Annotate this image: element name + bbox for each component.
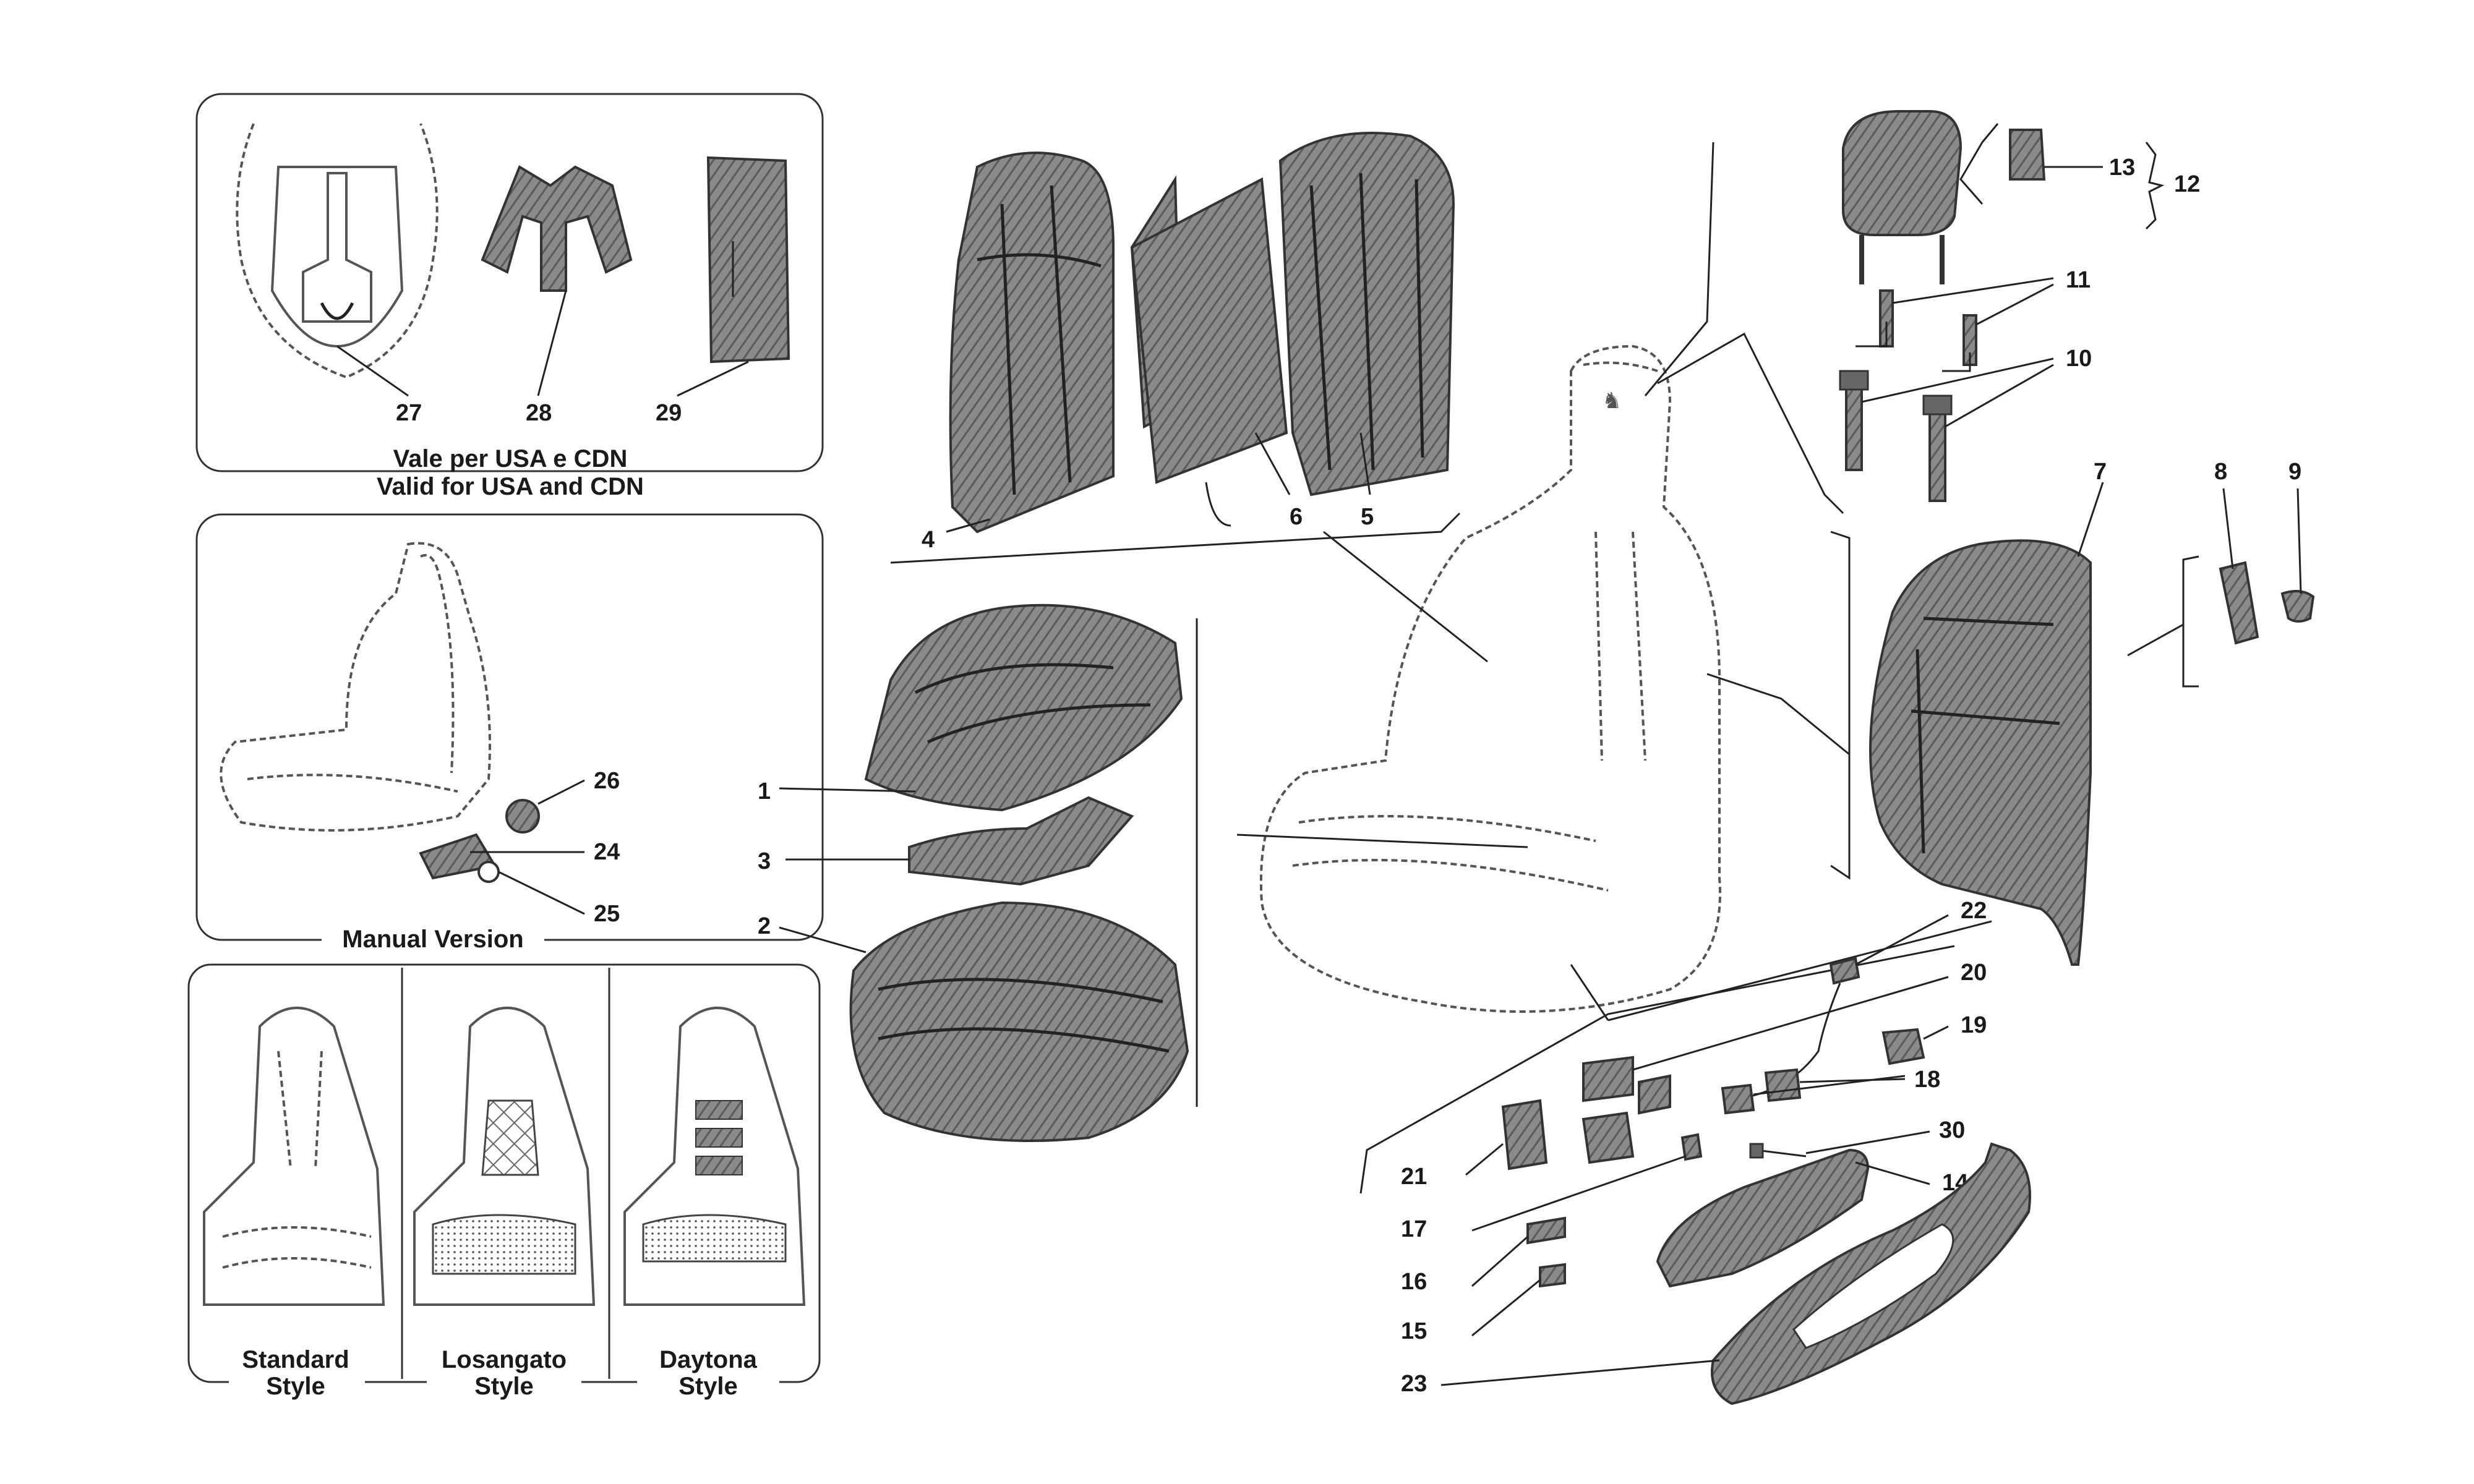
daytona-caption-line1: Daytona [659,1346,758,1373]
callout-21: 21 [1401,1164,1427,1190]
cushion-group: 1 3 2 [758,603,1198,1142]
callout-17: 17 [1401,1216,1427,1242]
callout-6: 6 [1290,504,1303,530]
back-shell-7-part [1869,539,2092,966]
clip-17-part [1680,1133,1703,1161]
manual-seat-drawing [220,542,491,832]
standard-caption-line1: Standard [242,1346,349,1373]
pad-29-part [706,156,790,364]
back-shell-group: 7 8 9 [1706,459,2315,966]
styles-panel: Standard Style Losangato Style Daytona S… [187,963,821,1410]
switch-20b-part [1638,1074,1671,1115]
switch-group: 22 20 19 18 21 17 30 14 16 15 [1359,898,2031,1405]
bolt-10a-part [1845,376,1863,471]
callout-10: 10 [2066,346,2092,372]
callout-12: 12 [2174,171,2200,197]
usa-caption-line1: Vale per USA e CDN [393,445,628,472]
callout-26: 26 [594,768,620,794]
callout-22: 22 [1961,898,1987,924]
knob-26-part [505,799,540,834]
switch-20-part [1582,1055,1634,1102]
svg-text:♞: ♞ [1602,388,1622,414]
callout-7: 7 [2094,459,2107,485]
daytona-caption-line2: Style [678,1373,738,1400]
connector-22-part [1829,957,1860,985]
switch-21-part [1501,1099,1548,1171]
callout-8: 8 [2214,459,2227,485]
callout-16: 16 [1401,1269,1427,1295]
losangato-caption-line1: Losangato [442,1346,567,1373]
guide-11b-part [1963,314,1977,366]
callout-15: 15 [1401,1318,1427,1344]
callout-29: 29 [656,400,682,426]
switch-18a-part [1721,1083,1755,1115]
backrest-cover-4-part [949,151,1115,534]
bolt-10b-part [1928,401,1946,502]
backrest-cover-group: 4 6 5 [890,132,1461,564]
knob-9-part [2280,590,2315,623]
callout-30: 30 [1939,1117,1965,1143]
headrest-part [1842,110,1963,236]
callout-5: 5 [1361,504,1374,530]
callout-19: 19 [1961,1012,1987,1038]
manual-version-panel: 26 24 25 Manual Version [195,513,824,958]
usa-caption-line2: Valid for USA and CDN [377,473,644,500]
cap-25-part [477,861,500,883]
callout-11: 11 [2066,267,2091,293]
switch-18b-part [1764,1068,1802,1102]
losangato-caption-line2: Style [474,1373,534,1400]
button-15-part [1539,1263,1566,1288]
standard-caption-line2: Style [266,1373,325,1400]
callout-3: 3 [758,848,771,874]
cushion-cover-1-part [864,603,1183,812]
manual-caption-bg [322,921,544,958]
callout-27: 27 [396,400,422,426]
switch-21b-part [1582,1111,1635,1164]
seat-frame-27-drawing [236,123,439,379]
insert-28-part [481,165,633,292]
panel-14-part [1656,1148,1870,1288]
callout-28: 28 [526,400,552,426]
button-16-part [1526,1216,1566,1245]
headrest-group: 13 12 11 10 [1839,110,2200,502]
guide-11a-part [1879,289,1894,348]
emblem-13-part [2009,129,2046,181]
callout-24: 24 [594,839,620,865]
cushion-2-part [849,901,1189,1142]
callout-2: 2 [758,913,771,939]
losangato-style-seat [413,1007,596,1306]
callout-18: 18 [1914,1067,1940,1093]
callout-1: 1 [758,778,771,804]
pad-3-part [908,796,1134,886]
switch-19-part [1881,1028,1925,1065]
daytona-style-seat [623,1007,806,1306]
callout-20: 20 [1961,960,1987,986]
standard-style-seat [203,1007,385,1306]
callout-4: 4 [922,527,935,553]
main-seat-drawing: ♞ [1236,142,1844,1021]
callout-9: 9 [2288,459,2301,485]
usa-cdn-panel: 27 28 29 Vale per USA e CDN Valid for US… [195,93,824,500]
callout-25: 25 [594,901,620,927]
manual-caption: Manual Version [342,926,523,953]
panel-6b-part [1130,177,1288,484]
callout-23: 23 [1401,1371,1427,1397]
trim-8-part [2219,561,2259,645]
callout-13: 13 [2109,155,2135,181]
